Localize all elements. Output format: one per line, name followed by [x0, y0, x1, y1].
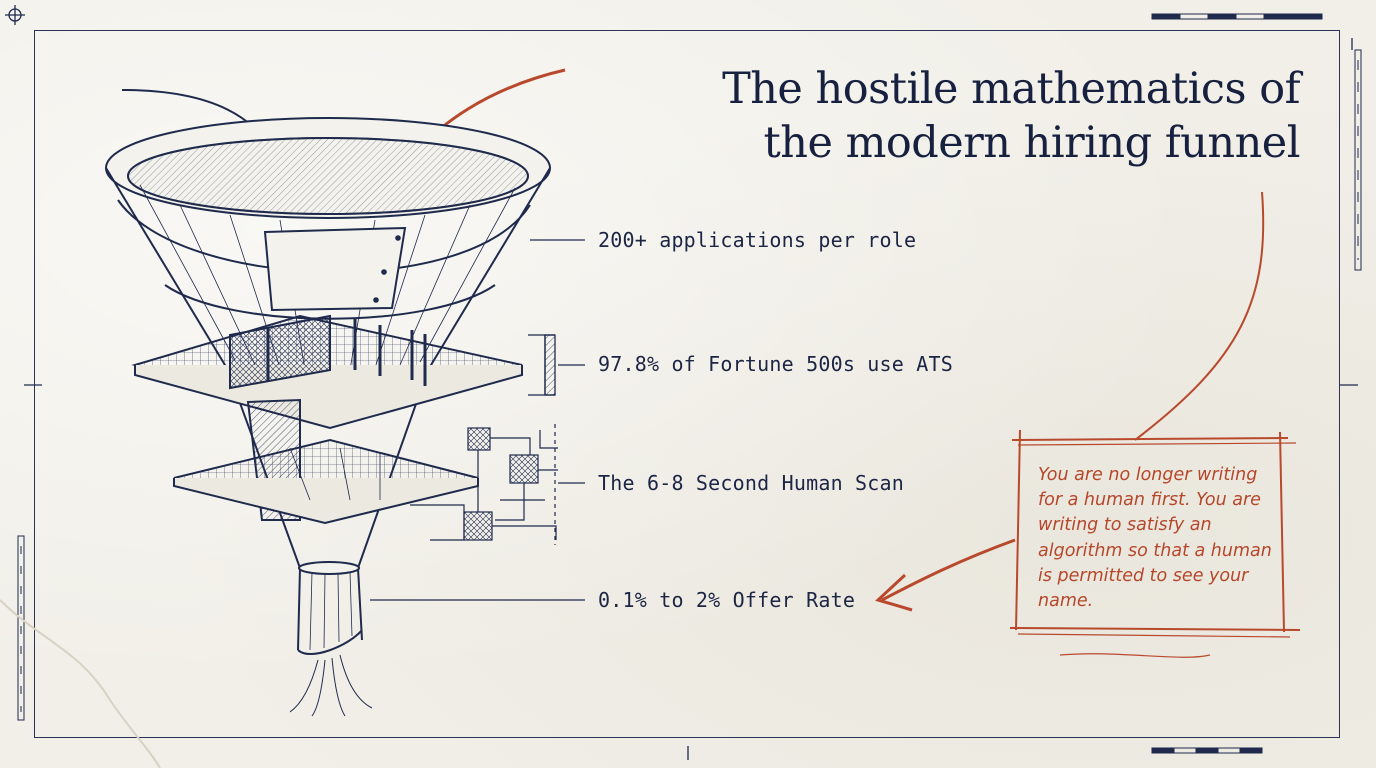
- note-arrow-to-offer: [881, 538, 1016, 602]
- leader-lines: [370, 239, 585, 601]
- stat-ats: 97.8% of Fortune 500s use ATS: [598, 352, 953, 376]
- funnel-spout: [289, 561, 373, 717]
- paper-crease: [0, 599, 161, 768]
- page-title: The hostile mathematics of the modern hi…: [722, 64, 1300, 168]
- handwritten-note: You are no longer writing for a human fi…: [1038, 465, 1272, 612]
- ruler-right: [1354, 49, 1362, 271]
- note-pointer-line: [1134, 191, 1265, 441]
- blueprint-frame: [34, 30, 1340, 738]
- scale-bar-top: [1151, 13, 1323, 20]
- platform-human-scan: [173, 398, 479, 525]
- stat-offer-rate: 0.1% to 2% Offer Rate: [598, 588, 856, 612]
- stat-human-scan: The 6-8 Second Human Scan: [598, 471, 905, 495]
- circuit-schematic: [410, 424, 558, 545]
- scale-bar-bottom: [1151, 747, 1263, 754]
- ruler-left: [17, 535, 25, 721]
- registration-marks: [5, 5, 1358, 760]
- stat-applications: 200+ applications per role: [598, 228, 917, 252]
- funnel-body: [105, 117, 551, 569]
- note-box-sketch: [1009, 429, 1301, 658]
- platform-ats: [131, 314, 523, 430]
